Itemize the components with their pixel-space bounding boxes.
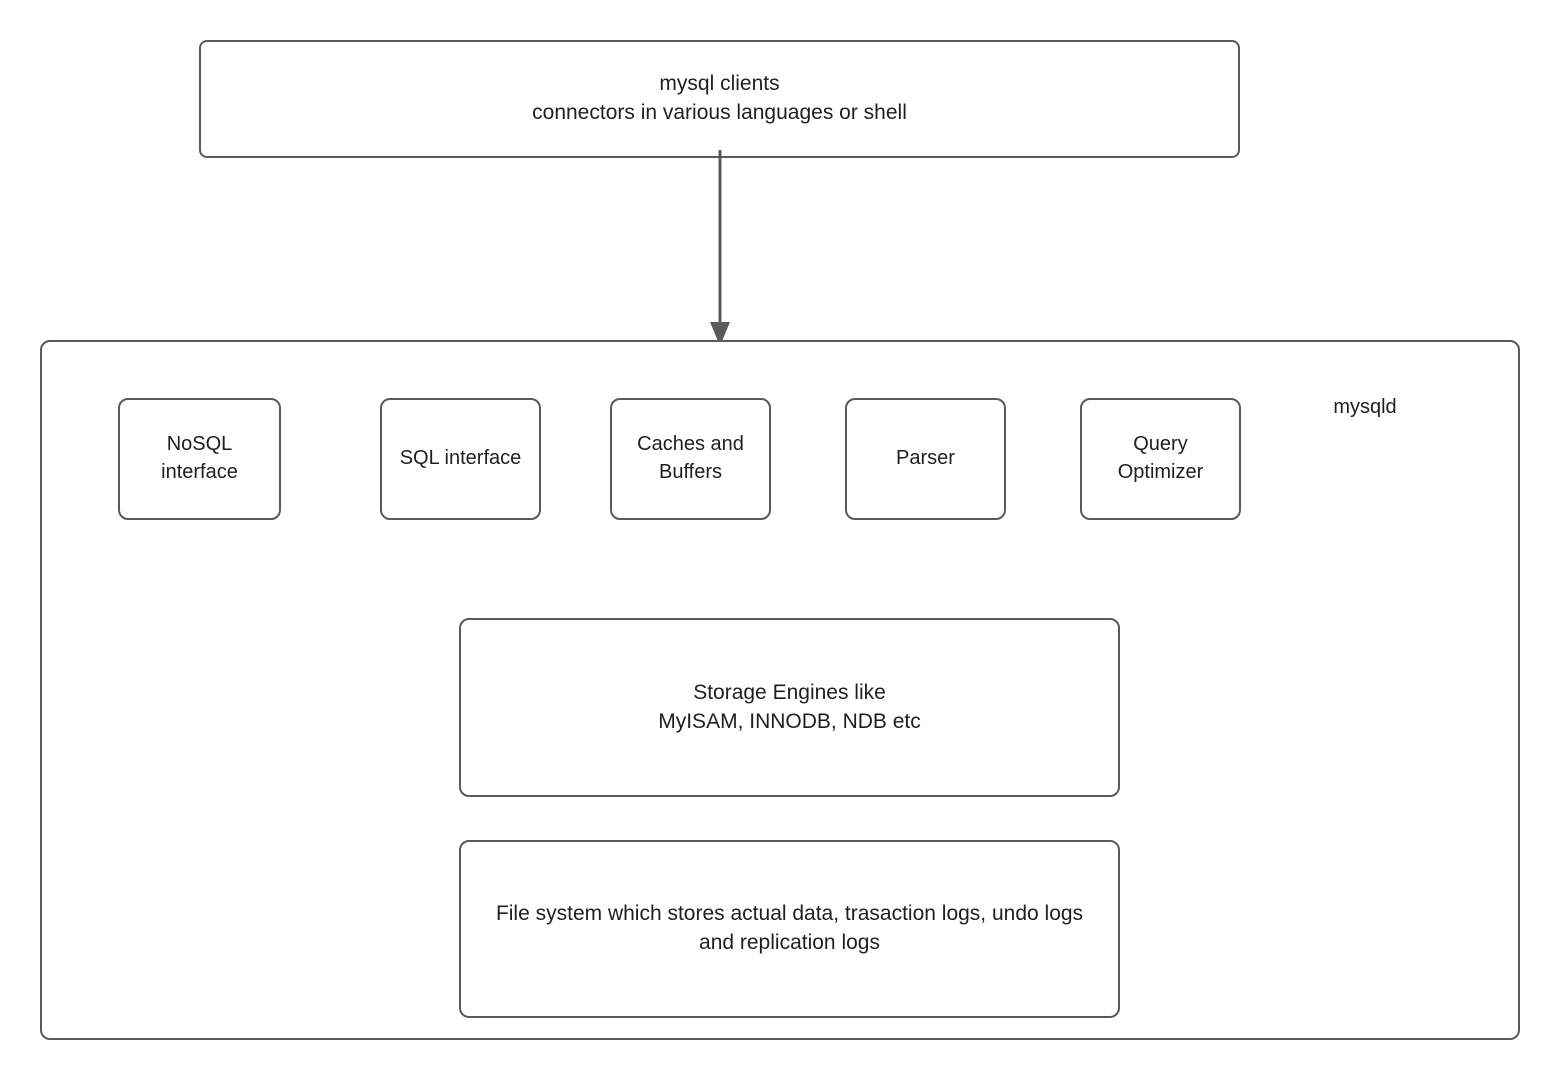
node-storage-engines[interactable]: Storage Engines like MyISAM, INNODB, NDB… — [459, 618, 1120, 797]
node-storage-engines-label: Storage Engines like MyISAM, INNODB, NDB… — [658, 680, 921, 733]
node-query-optimizer[interactable]: Query Optimizer — [1080, 398, 1241, 520]
connector-arrow-clients-to-mysqld — [710, 150, 730, 346]
node-sql-interface-label: SQL interface — [399, 447, 522, 470]
node-sql-interface[interactable]: SQL interface — [380, 398, 541, 520]
node-mysql-clients[interactable]: mysql clients connectors in various lang… — [199, 40, 1240, 158]
node-nosql-interface[interactable]: NoSQL interface — [118, 398, 281, 520]
node-parser-label: Parser — [896, 447, 955, 470]
node-nosql-interface-label: NoSQL interface — [161, 433, 238, 483]
node-caches-and-buffers-label: Caches and Buffers — [637, 433, 744, 483]
node-mysql-clients-label: mysql clients connectors in various lang… — [532, 72, 907, 124]
node-parser[interactable]: Parser — [845, 398, 1006, 520]
node-query-optimizer-label: Query Optimizer — [1117, 433, 1204, 483]
node-caches-and-buffers[interactable]: Caches and Buffers — [610, 398, 771, 520]
node-file-system[interactable]: File system which stores actual data, tr… — [459, 840, 1120, 1018]
node-file-system-label: File system which stores actual data, tr… — [495, 902, 1084, 954]
mysqld-title-label: mysqld — [1333, 396, 1397, 418]
